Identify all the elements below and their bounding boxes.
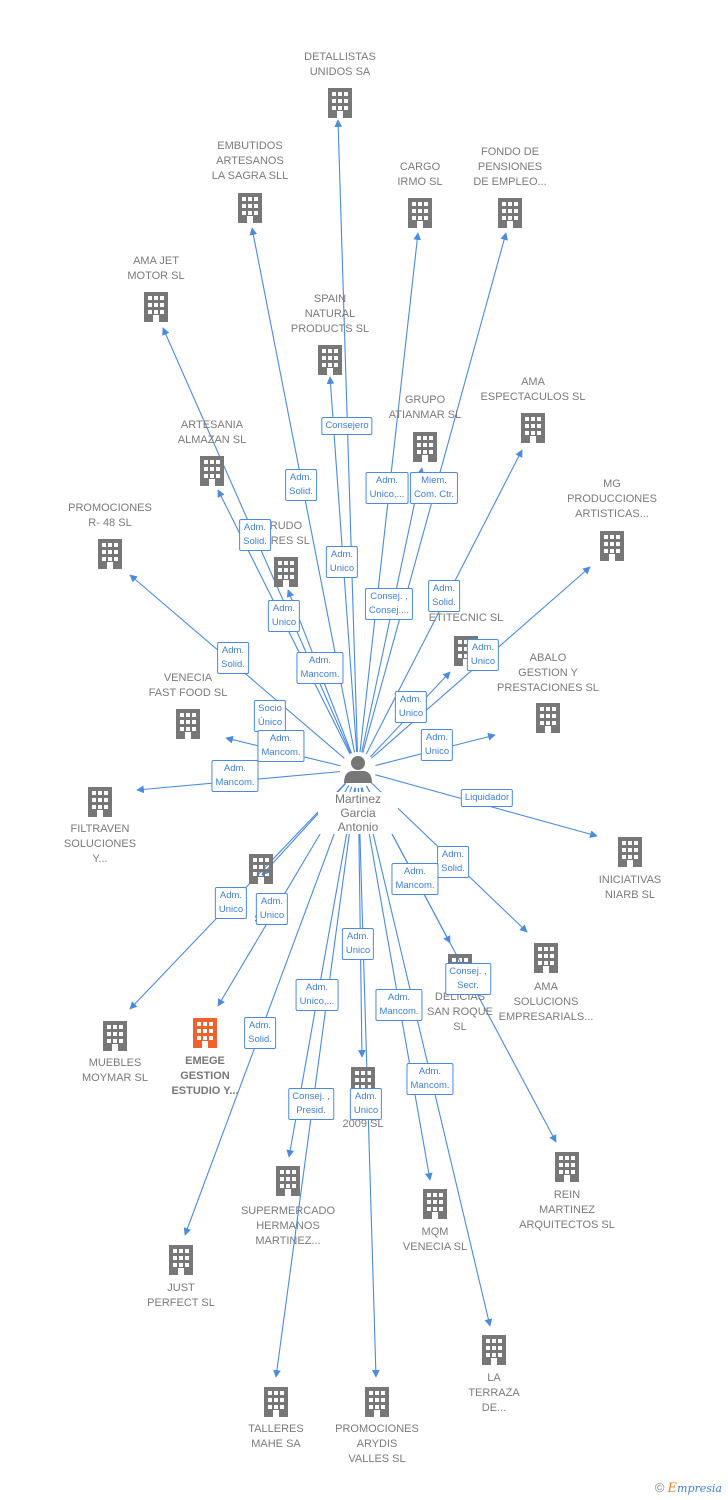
building-icon[interactable]: [264, 1387, 288, 1417]
company-name[interactable]: MQM VENECIA SL: [402, 1226, 468, 1253]
credit: © Empresia: [655, 1480, 722, 1496]
role-badge: Adm. Unico: [394, 691, 428, 723]
role-badge: Adm. Mancom.: [211, 760, 259, 792]
building-icon[interactable]: [413, 432, 437, 462]
building-icon[interactable]: [274, 557, 298, 587]
company-name[interactable]: AMA SOLUCIONS EMPRESARIALS...: [498, 981, 594, 1023]
building-icon[interactable]: [600, 531, 624, 561]
building-icon[interactable]: [176, 709, 200, 739]
role-badge: Adm. Mancom.: [391, 863, 439, 895]
role-badge: Adm. Unico: [466, 639, 500, 671]
role-badge: Adm. Unico: [341, 928, 375, 960]
company-name[interactable]: AMA JET MOTOR SL: [127, 255, 185, 282]
building-icon[interactable]: [536, 703, 560, 733]
company-name[interactable]: FILTRAVEN SOLUCIONES Y...: [63, 823, 137, 865]
role-badge: Adm. Mancom.: [375, 989, 423, 1021]
building-icon[interactable]: [423, 1189, 447, 1219]
building-icon[interactable]: [103, 1021, 127, 1051]
role-badge: Adm. Unico: [325, 546, 359, 578]
role-badge: Adm. Solid.: [244, 1017, 276, 1049]
building-icon[interactable]: [193, 1018, 217, 1048]
person-name[interactable]: Martinez Garcia Antonio: [318, 792, 398, 834]
edge-25: [360, 787, 433, 1181]
company-name[interactable]: LA TERRAZA DE...: [468, 1372, 520, 1414]
edge-27: [361, 787, 493, 1327]
company-name[interactable]: PROMOCIONES R- 48 SL: [68, 502, 152, 529]
building-icon[interactable]: [534, 943, 558, 973]
building-icon[interactable]: [144, 292, 168, 322]
company-name[interactable]: SPAIN NATURAL PRODUCTS SL: [290, 293, 370, 335]
building-icon[interactable]: [318, 345, 342, 375]
company-name[interactable]: ABALO GESTION Y PRESTACIONES SL: [497, 652, 599, 694]
role-badge: Adm. Unico: [349, 1088, 383, 1120]
role-badge: Adm. Unico,...: [295, 979, 339, 1011]
role-badge: Adm. Unico: [255, 893, 289, 925]
building-icon[interactable]: [482, 1335, 506, 1365]
role-badge: Adm. Unico: [267, 600, 301, 632]
building-icon[interactable]: [249, 854, 273, 884]
role-badge: Socio Único: [253, 700, 287, 732]
company-name[interactable]: EMBUTIDOS ARTESANOS LA SAGRA SLL: [211, 140, 289, 182]
company-name[interactable]: ETITECNIC SL: [428, 612, 504, 624]
role-badge: Adm. Unico,...: [365, 472, 409, 504]
building-icon[interactable]: [408, 198, 432, 228]
role-badge: Adm. Mancom.: [257, 730, 305, 762]
edge-0: [334, 119, 358, 753]
company-name[interactable]: EMEGE GESTION ESTUDIO Y...: [171, 1055, 239, 1097]
copyright-icon: ©: [654, 1480, 665, 1495]
brand-initial: E: [667, 1481, 678, 1496]
role-badge: Adm. Solid.: [428, 580, 460, 612]
brand-name: mpresia: [677, 1482, 722, 1495]
company-name[interactable]: INICIATIVAS NIARB SL: [598, 874, 662, 901]
company-name[interactable]: ARTESANIA ALMAZAN SL: [177, 419, 247, 446]
company-name[interactable]: GRUPO ATIANMAR SL: [388, 394, 462, 421]
company-name[interactable]: DETALLISTAS UNIDOS SA: [304, 51, 376, 78]
building-icon[interactable]: [169, 1245, 193, 1275]
role-badge: Adm. Unico: [420, 729, 454, 761]
building-icon[interactable]: [200, 456, 224, 486]
company-name[interactable]: TALLERES MAHE SA: [248, 1423, 304, 1450]
role-badge: Adm. Solid.: [437, 846, 469, 878]
building-icon[interactable]: [328, 88, 352, 118]
company-name[interactable]: PROMOCIONES ARYDIS VALLES SL: [335, 1423, 419, 1465]
role-badge: Liquidador: [460, 789, 514, 807]
company-name[interactable]: FONDO DE PENSIONES DE EMPLEO...: [473, 146, 547, 188]
company-name[interactable]: AMA ESPECTACULOS SL: [480, 376, 586, 403]
role-badge: Consej. , Consej....: [364, 588, 414, 620]
role-badge: Adm. Solid.: [239, 519, 271, 551]
company-name[interactable]: 2009 SL: [342, 1118, 384, 1130]
role-badge: Miem. Com. Ctr.: [409, 472, 459, 504]
company-name[interactable]: SUPERMERCADO HERMANOS MARTINEZ...: [240, 1205, 336, 1247]
role-badge: Adm. Mancom.: [406, 1063, 454, 1095]
role-badge: Adm. Unico: [214, 887, 248, 919]
company-name[interactable]: MG PRODUCCIONES ARTISTICAS...: [567, 478, 657, 520]
role-badge: Adm. Solid.: [285, 469, 317, 501]
building-icon[interactable]: [238, 193, 262, 223]
role-badge: Adm. Solid.: [217, 642, 249, 674]
role-badge: Consej. , Secr.: [445, 963, 491, 995]
building-icon[interactable]: [521, 413, 545, 443]
person-node[interactable]: [344, 756, 372, 783]
role-badge: Adm. Mancom.: [296, 652, 344, 684]
role-badge: Consejero: [321, 417, 373, 435]
building-icon[interactable]: [618, 837, 642, 867]
company-name[interactable]: VENECIA FAST FOOD SL: [148, 672, 228, 699]
company-name[interactable]: JUST PERFECT SL: [147, 1282, 215, 1309]
company-name[interactable]: REIN MARTINEZ ARQUITECTOS SL: [519, 1189, 615, 1231]
person-icon: [344, 756, 372, 783]
building-icon[interactable]: [365, 1387, 389, 1417]
company-name[interactable]: MUEBLES MOYMAR SL: [81, 1057, 148, 1084]
building-icon[interactable]: [555, 1152, 579, 1182]
building-icon[interactable]: [498, 198, 522, 228]
edge-26: [183, 786, 353, 1236]
building-icon[interactable]: [98, 539, 122, 569]
company-name[interactable]: CARGO IRMO SL: [397, 161, 443, 188]
edge-28: [273, 787, 357, 1378]
building-icon[interactable]: [276, 1166, 300, 1196]
building-icon[interactable]: [88, 787, 112, 817]
role-badge: Consej. , Presid.: [288, 1088, 334, 1120]
